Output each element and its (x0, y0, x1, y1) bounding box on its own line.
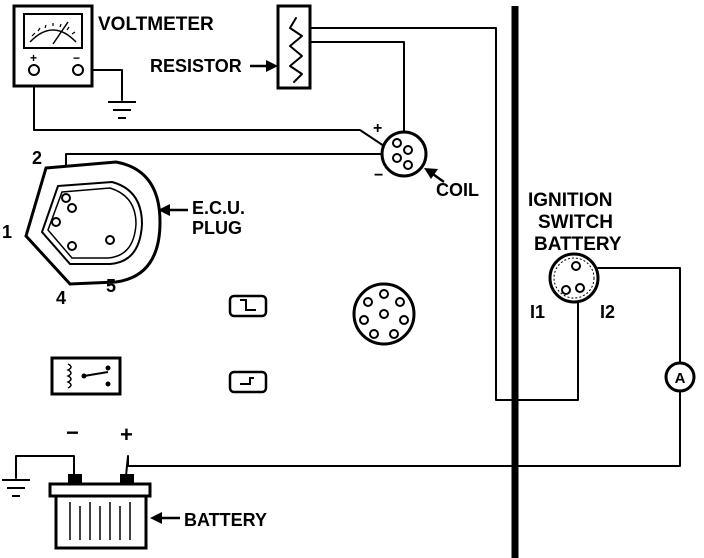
voltmeter: + − (12, 4, 94, 88)
battery-terminal-positive (120, 474, 134, 484)
ecu-plug (24, 160, 162, 286)
terminal-i2-label: I2 (600, 302, 615, 322)
ecu-pin-1-label: 1 (2, 222, 12, 242)
ammeter-body (664, 361, 696, 393)
voltmeter-terminal-minus (72, 64, 84, 76)
ignition-label-line1: IGNITION (528, 190, 612, 211)
battery-top (48, 482, 152, 498)
ignition-switch-body (548, 252, 600, 304)
distributor-cap-icon (352, 282, 416, 346)
voltmeter-terminal-plus (28, 64, 40, 76)
ecu-pin-2-label: 2 (32, 148, 42, 168)
ignition-label-line3: BATTERY (534, 234, 622, 255)
ecu-pin-4 (67, 241, 77, 251)
ammeter (664, 361, 696, 393)
connector-small-icon (228, 370, 268, 394)
battery-terminal-negative (68, 474, 82, 484)
resistor-arrow-icon (250, 60, 278, 72)
ecu-pin-3 (67, 203, 77, 213)
coil-minus-sign: − (374, 167, 383, 184)
battery (48, 474, 152, 550)
ecu-pin-5-label: 5 (106, 276, 116, 296)
battery-arrow-icon (150, 512, 180, 524)
wire-resistor-to-coil (309, 41, 405, 141)
ground-icon (108, 101, 136, 119)
battery-label: BATTERY (184, 510, 267, 530)
ecu-label-line2: PLUG (192, 218, 242, 238)
ecu-label-line1: E.C.U. (192, 198, 245, 218)
relay-icon (50, 356, 122, 396)
terminal-i1-label: I1 (530, 302, 545, 322)
resistor (276, 4, 312, 90)
resistor-zigzag-icon (289, 17, 303, 83)
voltmeter-dial (23, 13, 83, 49)
voltmeter-scale-icon (29, 29, 77, 43)
ecu-pin-1 (51, 217, 61, 227)
connector-small-icon (228, 294, 268, 318)
wire-battery-ground (15, 455, 75, 479)
ammeter-label: A (675, 370, 686, 387)
coil (380, 130, 428, 178)
ecu-pin-2 (61, 193, 71, 203)
ecu-arrow-icon (158, 204, 188, 216)
ecu-pin-4-label: 4 (56, 288, 66, 308)
wire-ammeter-to-battery (125, 391, 681, 477)
resistor-body (276, 4, 312, 90)
voltmeter-label: VOLTMETER (98, 14, 214, 35)
battery-minus-sign: − (66, 420, 79, 445)
coil-plus-sign: + (373, 120, 382, 137)
resistor-label: RESISTOR (150, 56, 242, 76)
wire-voltmeter-to-coil (33, 71, 388, 149)
ecu-pin-5 (105, 235, 115, 245)
svg-text:−: − (73, 51, 80, 65)
coil-label: COIL (436, 180, 479, 200)
coil-arrow-icon (424, 168, 445, 184)
wire-switch-to-ammeter (597, 267, 681, 363)
battery-body (54, 494, 148, 550)
ignition-label-line2: SWITCH (538, 212, 613, 233)
battery-plus-sign: + (120, 422, 133, 447)
ground-icon (2, 479, 30, 497)
ignition-switch (548, 252, 600, 304)
voltmeter-needle-icon (52, 21, 69, 45)
svg-text:+: + (30, 51, 37, 65)
coil-body (380, 130, 428, 178)
